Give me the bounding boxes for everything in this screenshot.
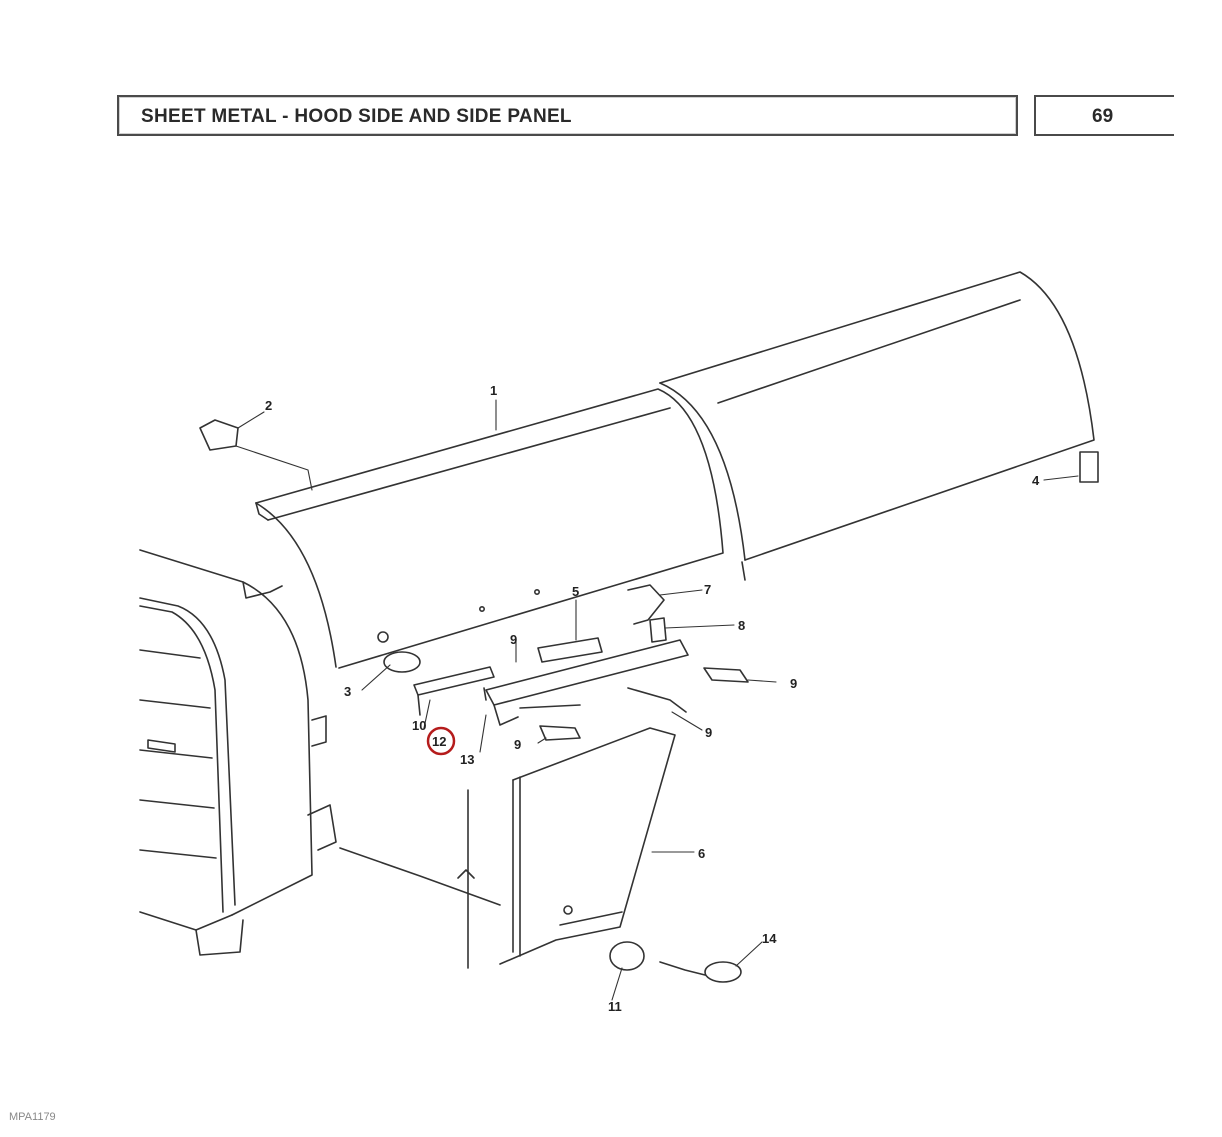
page-number-box: 69 <box>1034 95 1174 136</box>
callout-12-highlight-ring <box>426 726 456 756</box>
callout-10: 10 <box>412 718 426 733</box>
callout-9-lower: 9 <box>514 737 521 752</box>
hood-rear-section <box>659 271 1095 581</box>
page-number: 69 <box>1092 106 1114 127</box>
mounting-hardware <box>199 419 1099 983</box>
callout-9-right: 9 <box>790 676 797 691</box>
callout-4: 4 <box>1032 473 1040 488</box>
callout-3: 3 <box>344 684 351 699</box>
callout-2: 2 <box>265 398 272 413</box>
drawing-code: MPA1179 <box>9 1111 56 1123</box>
callout-9-lower-right: 9 <box>705 725 712 740</box>
callout-11: 11 <box>608 999 622 1014</box>
callout-12: 12 <box>432 734 446 749</box>
title-box: SHEET METAL - HOOD SIDE AND SIDE PANEL <box>117 95 1018 136</box>
callout-14: 14 <box>762 931 777 946</box>
side-panel-6 <box>457 727 676 969</box>
callout-9-upper: 9 <box>510 632 517 647</box>
callout-8: 8 <box>738 618 745 633</box>
callout-5: 5 <box>572 584 579 599</box>
diagram-title: SHEET METAL - HOOD SIDE AND SIDE PANEL <box>141 106 572 127</box>
callout-7: 7 <box>704 582 711 597</box>
callout-1: 1 <box>490 383 497 398</box>
leader-lines <box>235 399 1079 1001</box>
callout-13: 13 <box>460 752 474 767</box>
callout-6: 6 <box>698 846 705 861</box>
front-grille-assembly <box>139 549 501 956</box>
hood-side-panel-1 <box>255 388 724 669</box>
